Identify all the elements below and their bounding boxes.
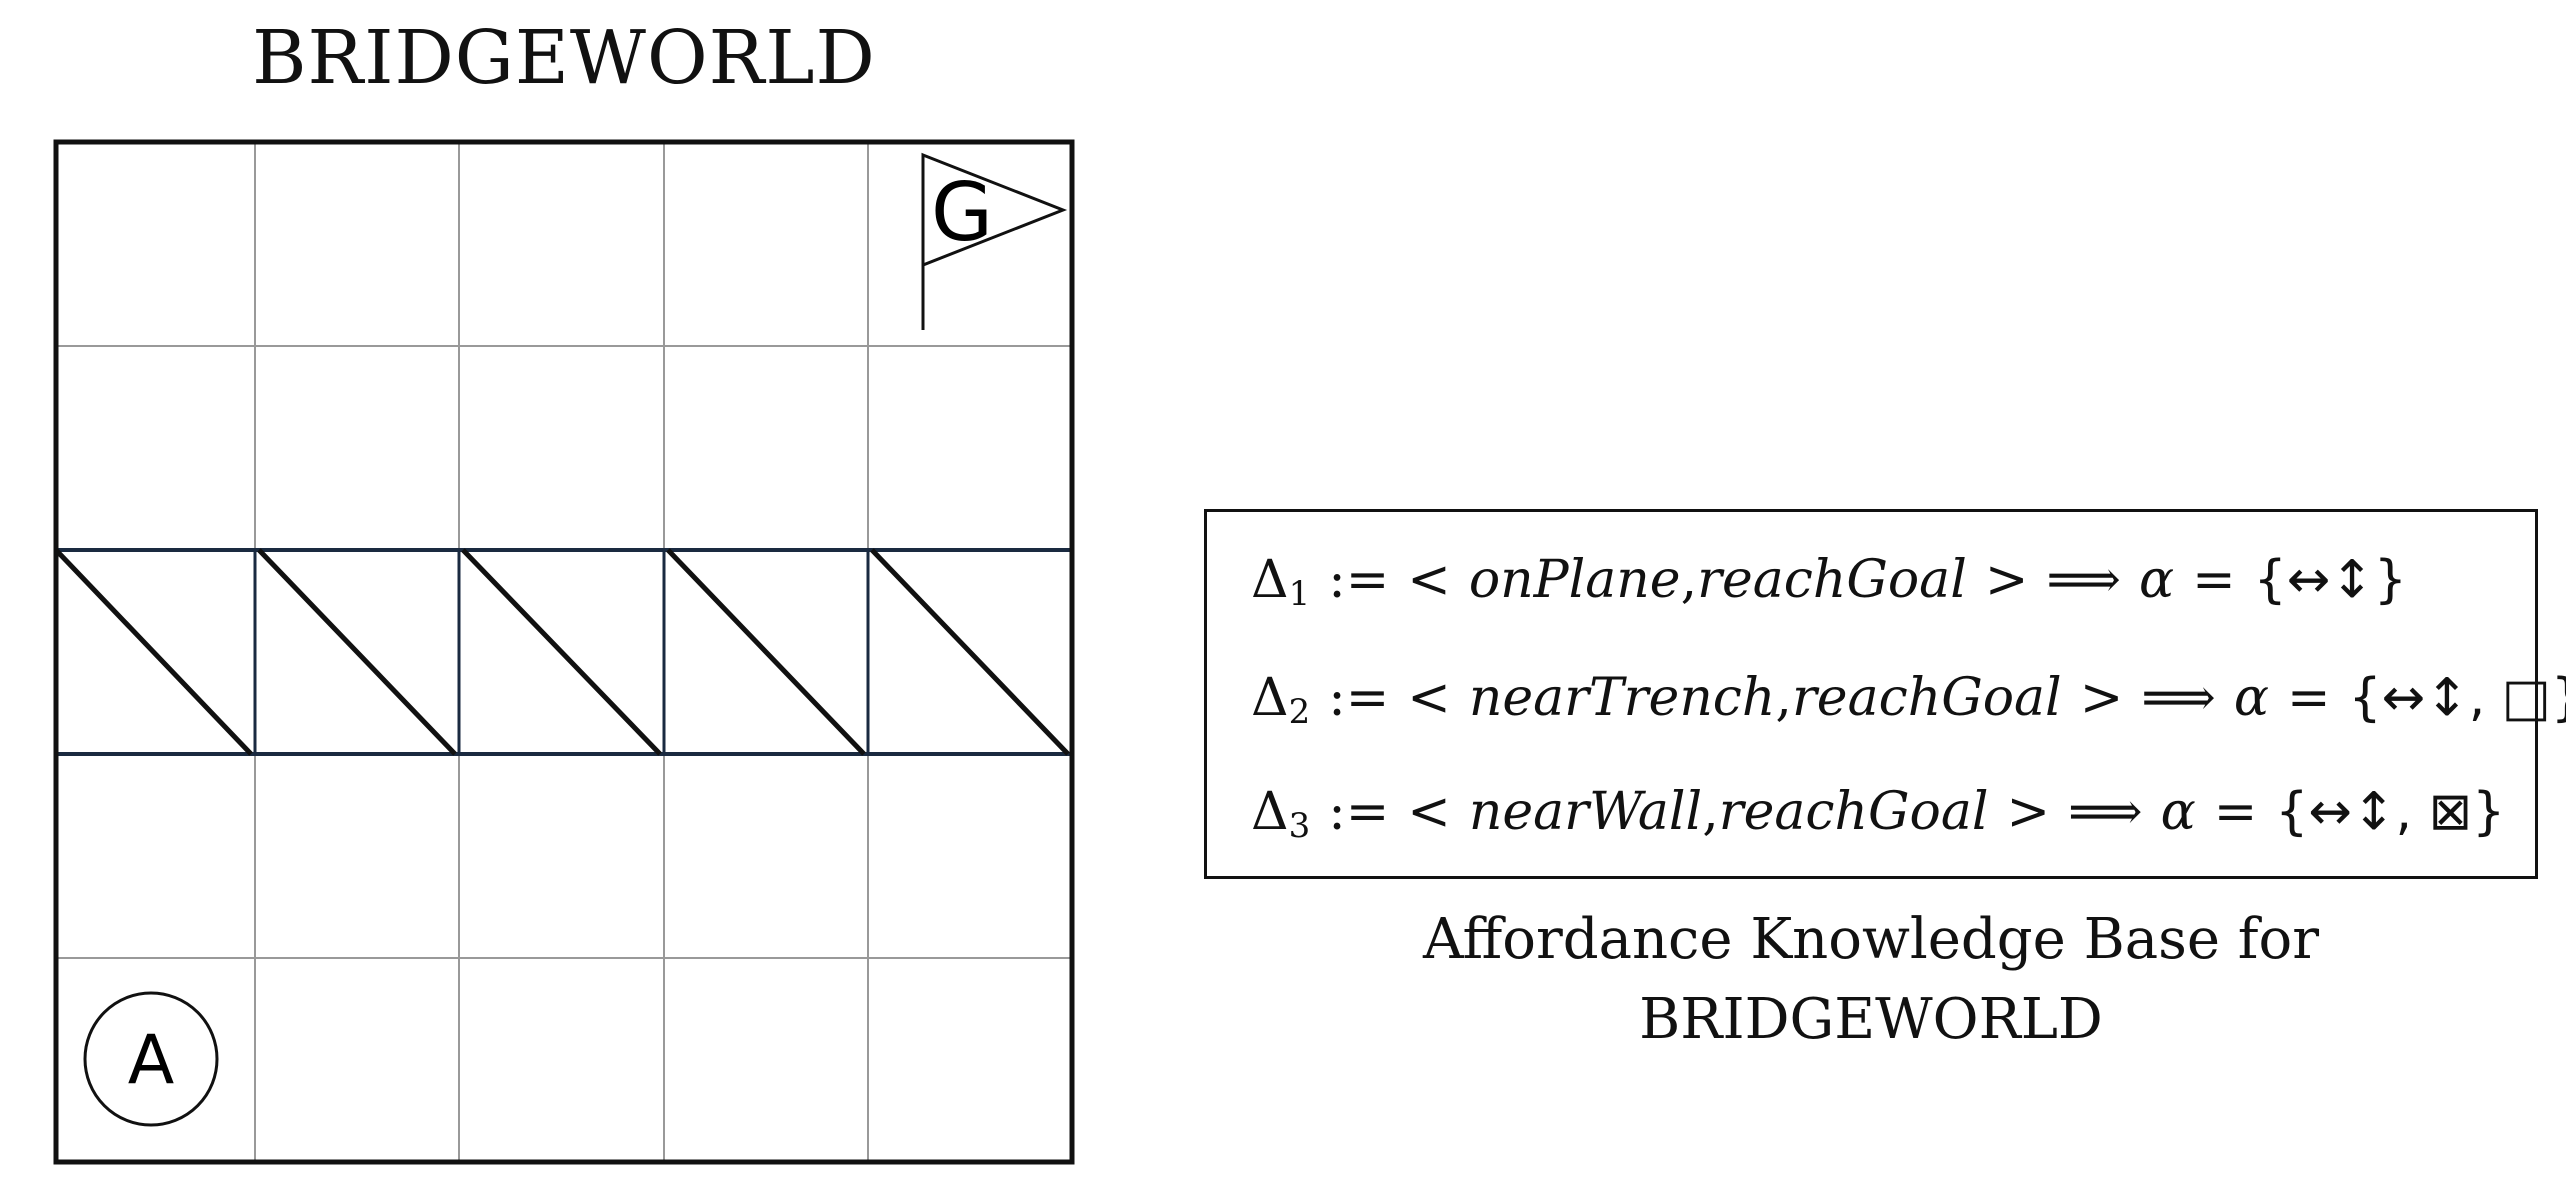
alpha-symbol: α	[2160, 782, 2196, 842]
open-bracket: <	[1407, 782, 1451, 842]
comma: ,	[1702, 782, 1719, 842]
state-predicate: nearWall	[1468, 782, 1703, 842]
bridge-slash	[870, 548, 1070, 756]
delta-symbol: Δ	[1251, 782, 1289, 842]
open-bracket: <	[1407, 668, 1451, 728]
goal-predicate: reachGoal	[1697, 550, 1967, 610]
grid-border	[53, 139, 1075, 1165]
action-set: {↔↕}	[2253, 550, 2407, 610]
implies-symbol: ⟹	[2068, 782, 2143, 842]
action-set: {↔↕, □}	[2348, 668, 2566, 728]
comma: ,	[1775, 668, 1792, 728]
close-bracket: >	[1984, 550, 2029, 610]
implies-symbol: ⟹	[2141, 668, 2216, 728]
goal-predicate: reachGoal	[1791, 668, 2062, 728]
alpha-symbol: α	[2233, 668, 2269, 728]
bridge-slash	[461, 548, 662, 756]
bridge-row	[54, 548, 1074, 756]
action-set: {↔↕, ⊠}	[2275, 782, 2506, 842]
defines-symbol: :=	[1328, 782, 1390, 842]
close-bracket: >	[2006, 782, 2051, 842]
kb-caption: Affordance Knowledge Base for BRIDGEWORL…	[1423, 907, 2319, 1052]
defines-symbol: :=	[1328, 668, 1390, 728]
alpha-symbol: α	[2138, 550, 2175, 610]
bridge-slash	[54, 548, 253, 756]
equals-symbol: =	[2286, 668, 2331, 728]
delta-symbol: Δ	[1251, 550, 1289, 610]
close-bracket: >	[2079, 668, 2124, 728]
bridge-slash	[666, 548, 866, 756]
goal-flag-icon: G	[921, 152, 1068, 330]
comma: ,	[1680, 550, 1698, 610]
equals-symbol: =	[2213, 782, 2258, 842]
rule-index: 1	[1288, 574, 1311, 614]
goal-label: G	[931, 166, 993, 259]
agent-icon: A	[83, 991, 219, 1127]
equals-symbol: =	[2192, 550, 2236, 610]
open-bracket: <	[1407, 550, 1451, 610]
rule-index: 2	[1288, 692, 1311, 732]
agent-label: A	[128, 1021, 175, 1100]
world-title: BRIDGEWORLD	[252, 15, 876, 101]
goal-predicate: reachGoal	[1718, 782, 1989, 842]
rule-index: 3	[1288, 806, 1311, 846]
state-predicate: nearTrench	[1468, 668, 1776, 728]
state-predicate: onPlane	[1468, 550, 1681, 610]
bridge-slash	[257, 548, 457, 756]
bridgeworld-grid: G A	[53, 139, 1075, 1165]
delta-symbol: Δ	[1251, 668, 1289, 728]
implies-symbol: ⟹	[2046, 550, 2121, 610]
defines-symbol: :=	[1328, 550, 1390, 610]
